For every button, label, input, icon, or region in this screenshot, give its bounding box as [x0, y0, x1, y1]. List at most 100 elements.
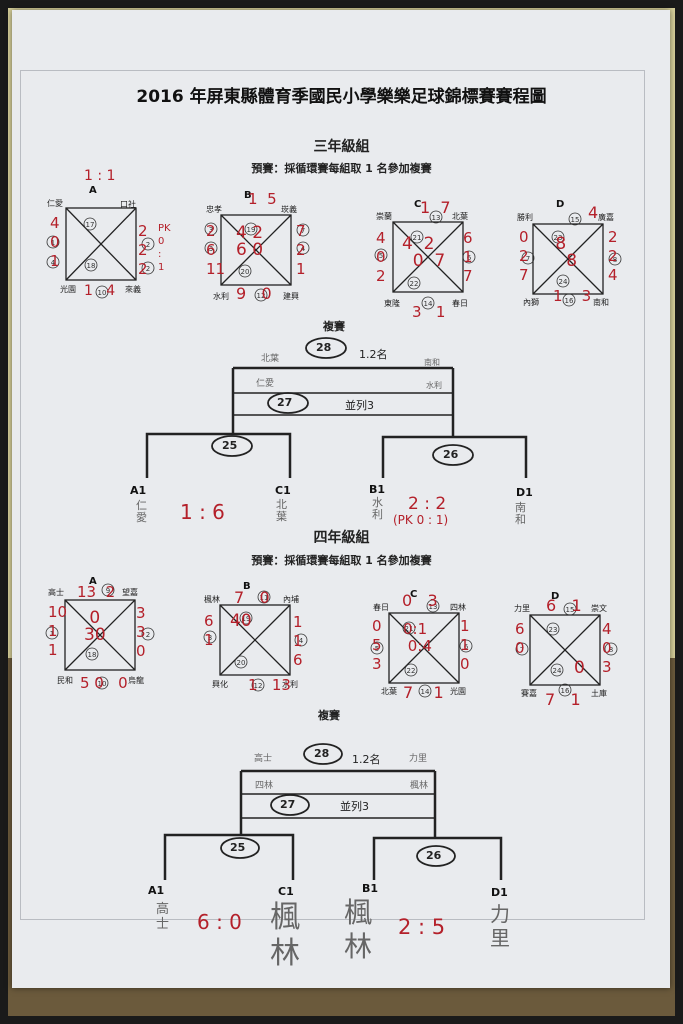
svg-text:16: 16: [565, 297, 574, 305]
grade4-b-hand-center: 40: [230, 611, 252, 631]
grade3-mid-name-left: 仁愛: [256, 379, 275, 389]
svg-text:15: 15: [571, 216, 580, 224]
grade4-score-25: 6 : 0: [197, 910, 242, 934]
grade3-bracket-lines: [145, 366, 528, 478]
svg-text:17: 17: [86, 221, 95, 229]
grade4-seed-c1: C1: [278, 885, 294, 898]
grade4-hand-d1: 力里: [490, 902, 510, 950]
grade3-hand-d1: 南和: [515, 501, 526, 526]
grade4-d-team-bl: 賽嘉: [521, 689, 537, 698]
grade3-b-hand-top: 1 5: [248, 190, 277, 208]
svg-text:14: 14: [424, 300, 433, 308]
grade4-a-team-tr: 望嘉: [122, 588, 138, 597]
grade4-c-hand-top: 0 3: [402, 591, 438, 610]
grade3-a-team-bl: 光園: [60, 285, 76, 294]
grade4-group-d-letter: D: [551, 591, 560, 602]
svg-text:12: 12: [257, 292, 266, 300]
grade3-d-team-tl: 勝利: [517, 213, 533, 222]
grade4-b-team-bl: 興化: [212, 680, 228, 689]
poster-sheet: [12, 10, 670, 988]
svg-text:22: 22: [410, 280, 419, 288]
grade4-tie-3: 並列3: [340, 800, 369, 813]
svg-text:1: 1: [51, 239, 55, 247]
grade3-top-name-right: 南和: [424, 358, 440, 367]
grade4-seed-a1: A1: [148, 884, 165, 897]
grade3-group-b-letter: B: [244, 190, 252, 201]
svg-text:23: 23: [549, 626, 558, 634]
grade3-match-26: 26: [443, 448, 459, 461]
grade3-match-27: 27: [277, 396, 293, 409]
grade3-d-team-br: 南和: [593, 298, 609, 307]
grade3-group-b-box: [220, 214, 292, 286]
grade3-a-team-tl: 仁愛: [47, 199, 63, 208]
grade3-b-team-tr: 崁義: [281, 205, 297, 214]
grade3-seed-a1: A1: [130, 484, 147, 497]
poster-title: 2016 年屏東縣體育季國民小學樂樂足球錦標賽賽程圖: [136, 87, 547, 107]
grade3-c-team-tl: 崇蘭: [376, 212, 392, 221]
svg-text:1: 1: [50, 630, 54, 638]
svg-text:2: 2: [146, 265, 150, 273]
svg-text:11: 11: [260, 594, 269, 602]
svg-text:14: 14: [421, 688, 430, 696]
grade4-c-hand-center: 0:1 0:4: [403, 620, 432, 655]
grade4-group-c-letter: C: [410, 589, 418, 600]
grade4-match-27: 27: [280, 798, 296, 811]
svg-text:13: 13: [432, 214, 441, 222]
grade4-group-a-box: [64, 599, 136, 671]
svg-text:4: 4: [299, 637, 304, 645]
grade3-seed-b1: B1: [369, 483, 386, 496]
grade4-prelim-rule: 預賽：採循環賽每組取 1 名參加複賽: [251, 554, 432, 567]
svg-text:2: 2: [146, 631, 150, 639]
grade3-hand-c1: 北葉: [276, 498, 287, 523]
grade3-pk-26: (PK 0 : 1): [393, 513, 449, 527]
grade3-a-hand-top: 1 : 1: [84, 168, 116, 184]
grade4-bracket-lines: [163, 769, 503, 880]
svg-text:7: 7: [526, 255, 530, 263]
svg-text:24: 24: [553, 667, 562, 675]
grade3-top-name-left: 北葉: [261, 354, 280, 364]
grade4-group-b-letter: B: [243, 581, 251, 592]
svg-text:9: 9: [106, 587, 110, 595]
grade4-b-hand-bottom: 1 13: [248, 676, 291, 694]
svg-text:2: 2: [146, 241, 150, 249]
grade3-a-team-br: 來義: [125, 285, 141, 294]
svg-text:5: 5: [375, 645, 379, 653]
grade3-c-hand-top: 1 7: [420, 198, 451, 217]
svg-text:3: 3: [209, 226, 213, 234]
grade4-group-b-box: [219, 604, 291, 676]
grade4-b-hand-top: 7 0: [234, 588, 270, 607]
grade3-b-team-tl: 忠孝: [206, 205, 222, 214]
svg-text:4: 4: [301, 245, 306, 253]
grade4-score-26: 2 : 5: [398, 915, 446, 939]
svg-text:23: 23: [554, 234, 563, 242]
svg-text:8: 8: [609, 646, 613, 654]
svg-text:4: 4: [51, 259, 56, 267]
grade3-b-team-br: 建興: [283, 292, 299, 301]
svg-text:8: 8: [613, 256, 617, 264]
grade4-match-25: 25: [230, 841, 246, 854]
grade3-c-team-bl: 東隆: [384, 299, 400, 308]
grade3-group-a-box: [65, 207, 137, 281]
svg-text:18: 18: [87, 262, 96, 270]
grade3-heading: 三年級組: [313, 139, 370, 155]
grade4-seed-d1: D1: [491, 886, 508, 899]
grade4-top-name-right: 力里: [409, 754, 428, 764]
grade4-hand-b1: 楓林: [344, 896, 373, 963]
grade4-match-26: 26: [426, 849, 442, 862]
svg-text:5: 5: [379, 252, 383, 260]
grade4-b-team-br: 水利: [282, 680, 298, 689]
